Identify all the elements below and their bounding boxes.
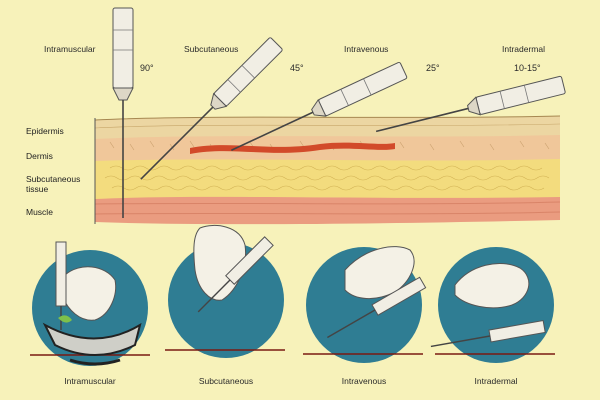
angle-label-subcutaneous: 45°	[290, 63, 304, 73]
panel-intradermal	[430, 247, 555, 363]
skin-cross-section	[94, 115, 561, 225]
layer-label-muscle: Muscle	[26, 207, 53, 217]
layer-label-subcutaneous: Subcutaneous tissue	[26, 174, 81, 194]
caption-subcutaneous: Subcutaneous	[198, 376, 254, 386]
panel-subcutaneous	[165, 224, 285, 358]
angle-label-intradermal: 10-15°	[514, 63, 541, 73]
panel-intravenous	[303, 246, 427, 363]
panel-intramuscular	[30, 241, 150, 366]
vein	[190, 142, 395, 154]
technique-label-intramuscular: Intramuscular	[44, 44, 96, 54]
syringe-intradermal	[375, 75, 566, 133]
layer-label-epidermis: Epidermis	[26, 126, 64, 136]
caption-intramuscular: Intramuscular	[64, 376, 116, 386]
technique-label-intravenous: Intravenous	[344, 44, 389, 54]
syringe-subcutaneous	[140, 37, 283, 180]
angle-label-intravenous: 25°	[426, 63, 440, 73]
syringe-intramuscular	[112, 7, 134, 218]
angle-label-intramuscular: 90°	[140, 63, 154, 73]
layer-label-dermis: Dermis	[26, 151, 53, 161]
technique-label-subcutaneous: Subcutaneous	[184, 44, 239, 54]
syringe-intravenous	[231, 61, 408, 151]
epidermis-layer	[95, 116, 560, 139]
subcutaneous-layer	[95, 158, 560, 199]
caption-intradermal: Intradermal	[474, 376, 518, 386]
muscle-layer	[95, 196, 560, 225]
caption-intravenous: Intravenous	[341, 376, 387, 386]
technique-label-intradermal: Intradermal	[502, 44, 545, 54]
